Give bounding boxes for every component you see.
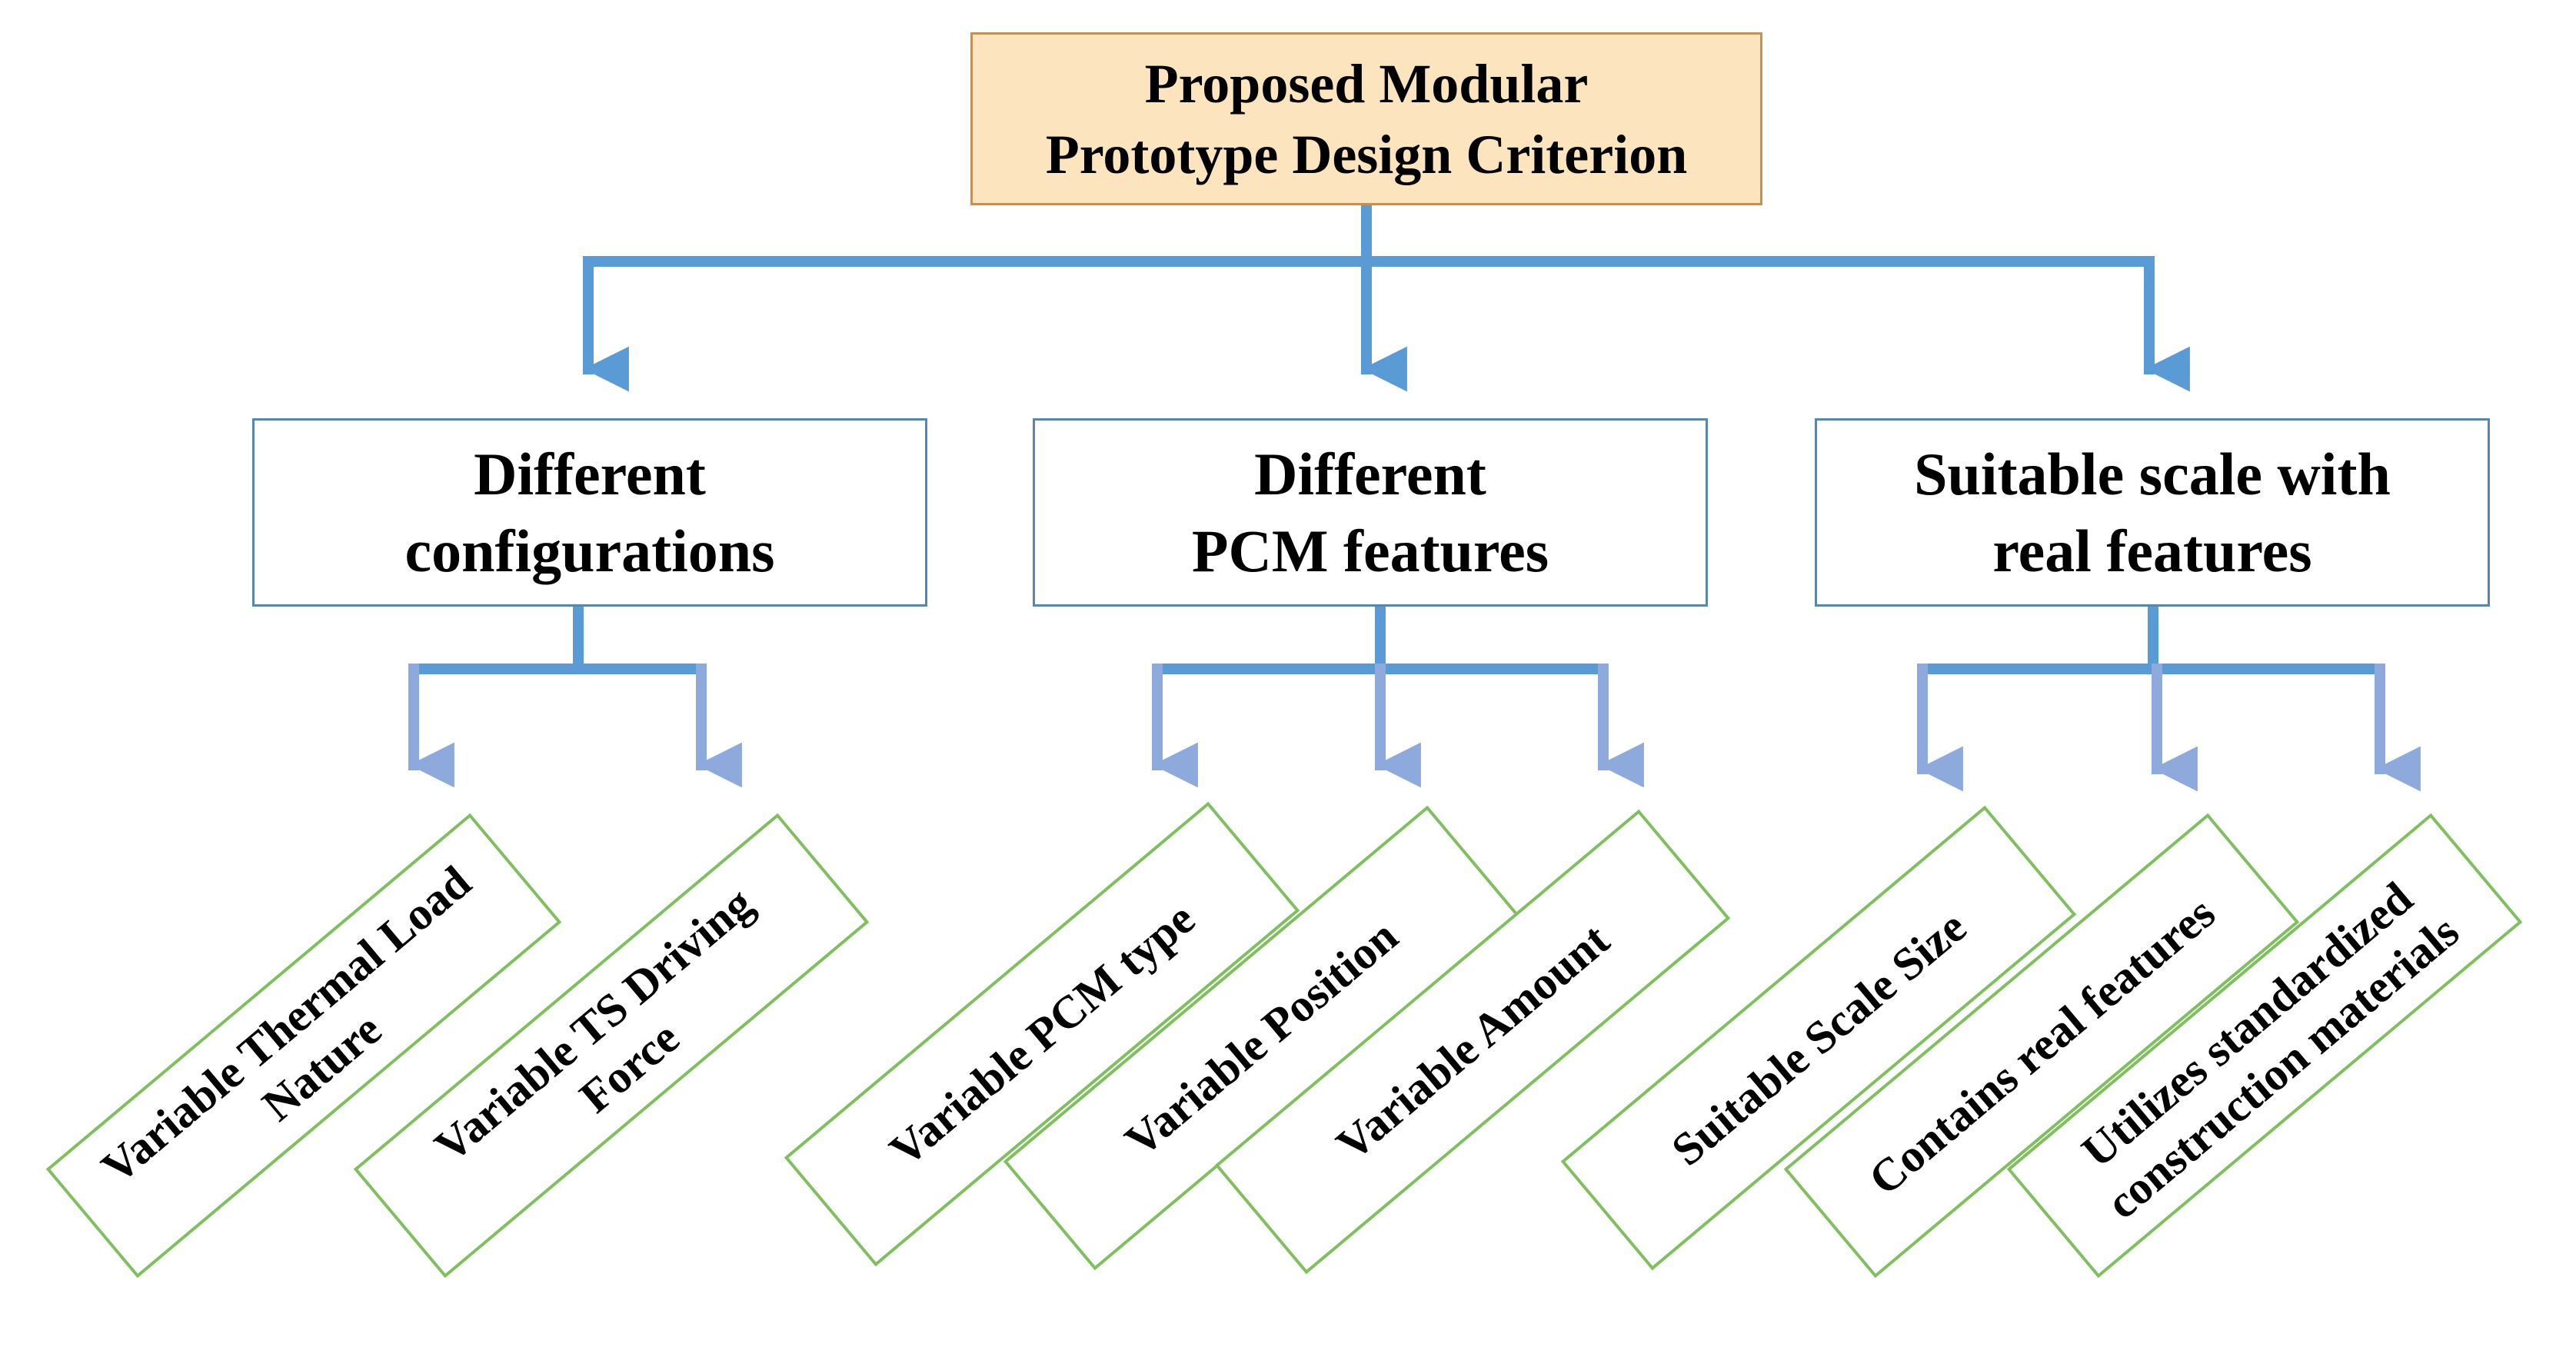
category-node-suitable-scale: Suitable scale with real features [1815, 418, 2490, 607]
root-title-line-2: Prototype Design Criterion [1045, 123, 1688, 185]
category-3-line-2: real features [1992, 517, 2312, 584]
category-node-configurations: Different configurations [252, 418, 927, 607]
category-1-connector [408, 601, 742, 788]
category-1-line-2: configurations [404, 517, 775, 584]
category-node-pcm-features: Different PCM features [1033, 418, 1708, 607]
category-3-connector [1917, 601, 2421, 792]
category-3-line-1: Suitable scale with [1914, 440, 2391, 507]
category-2-connector [1152, 601, 1644, 788]
root-title-line-1: Proposed Modular [1144, 52, 1589, 115]
root-connector [583, 200, 2190, 392]
category-1-line-1: Different [474, 440, 706, 507]
root-node: Proposed Modular Prototype Design Criter… [970, 32, 1762, 205]
category-2-line-2: PCM features [1191, 517, 1549, 584]
category-2-line-1: Different [1254, 440, 1486, 507]
